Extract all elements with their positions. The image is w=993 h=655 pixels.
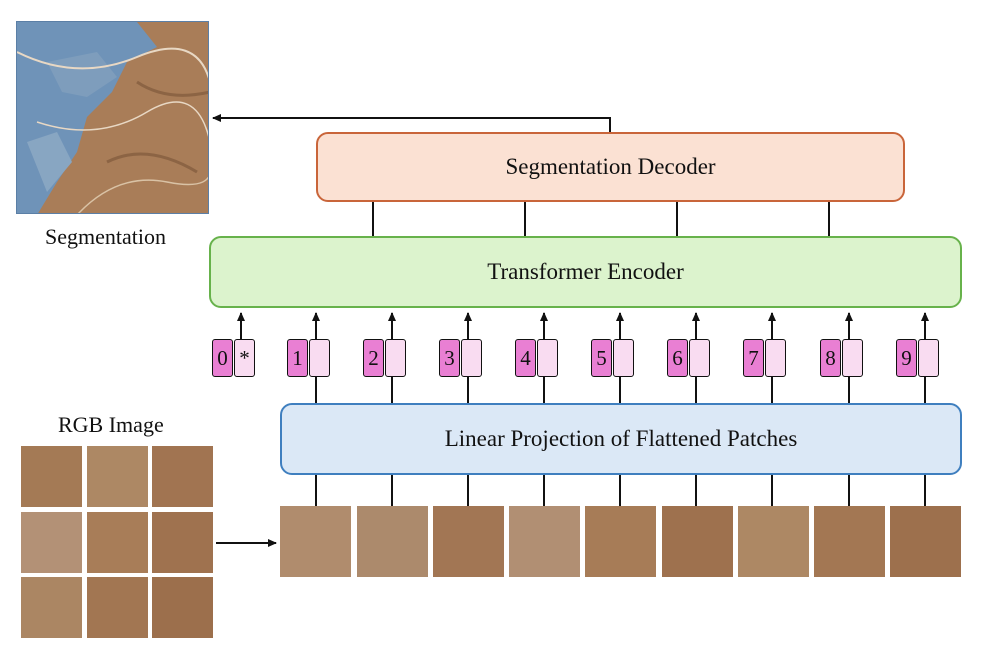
transformer-encoder-block: Transformer Encoder bbox=[209, 236, 962, 308]
token-position: 7 bbox=[743, 339, 764, 377]
rgb-patch bbox=[152, 577, 213, 638]
token: 4 bbox=[515, 339, 558, 377]
token-position: 8 bbox=[820, 339, 841, 377]
token-position: 5 bbox=[591, 339, 612, 377]
rgb-patch bbox=[87, 446, 148, 507]
token-embedding bbox=[765, 339, 786, 377]
token-embedding bbox=[309, 339, 330, 377]
flattened-patch bbox=[814, 506, 885, 577]
flattened-patch bbox=[585, 506, 656, 577]
segmentation-caption: Segmentation bbox=[45, 224, 166, 249]
flattened-patch bbox=[890, 506, 961, 577]
token-embedding bbox=[918, 339, 939, 377]
segmentation-image bbox=[16, 21, 209, 214]
token-embedding: * bbox=[234, 339, 255, 377]
token-position: 3 bbox=[439, 339, 460, 377]
token-embedding bbox=[537, 339, 558, 377]
rgb-patch bbox=[21, 446, 82, 507]
segmentation-decoder-block: Segmentation Decoder bbox=[316, 132, 905, 202]
token-embedding bbox=[842, 339, 863, 377]
token-embedding bbox=[689, 339, 710, 377]
rgb-patch bbox=[87, 512, 148, 573]
token-embedding bbox=[461, 339, 482, 377]
token-position: 1 bbox=[287, 339, 308, 377]
rgb-image-grid bbox=[21, 446, 214, 639]
rgb-patch bbox=[21, 512, 82, 573]
token: 0 * bbox=[212, 339, 255, 377]
flattened-patch bbox=[509, 506, 580, 577]
token-embedding bbox=[613, 339, 634, 377]
flattened-patch bbox=[280, 506, 351, 577]
patch-sequence bbox=[280, 506, 962, 578]
token: 5 bbox=[591, 339, 634, 377]
linear-projection-label: Linear Projection of Flattened Patches bbox=[444, 426, 798, 451]
rgb-patch bbox=[21, 577, 82, 638]
token-embedding bbox=[385, 339, 406, 377]
transformer-encoder-label: Transformer Encoder bbox=[487, 259, 684, 284]
token-position: 4 bbox=[515, 339, 536, 377]
token: 8 bbox=[820, 339, 863, 377]
token-position: 2 bbox=[363, 339, 384, 377]
token-position: 9 bbox=[896, 339, 917, 377]
token-position: 0 bbox=[212, 339, 233, 377]
flattened-patch bbox=[357, 506, 428, 577]
flattened-patch bbox=[738, 506, 809, 577]
rgb-image-caption: RGB Image bbox=[58, 412, 164, 437]
token: 3 bbox=[439, 339, 482, 377]
rgb-patch bbox=[152, 512, 213, 573]
flattened-patch bbox=[433, 506, 504, 577]
token: 6 bbox=[667, 339, 710, 377]
token: 1 bbox=[287, 339, 330, 377]
token: 2 bbox=[363, 339, 406, 377]
flattened-patch bbox=[662, 506, 733, 577]
segmentation-decoder-label: Segmentation Decoder bbox=[505, 154, 716, 179]
token: 9 bbox=[896, 339, 939, 377]
token-position: 6 bbox=[667, 339, 688, 377]
token: 7 bbox=[743, 339, 786, 377]
rgb-patch bbox=[152, 446, 213, 507]
rgb-patch bbox=[87, 577, 148, 638]
linear-projection-block: Linear Projection of Flattened Patches bbox=[280, 403, 962, 475]
